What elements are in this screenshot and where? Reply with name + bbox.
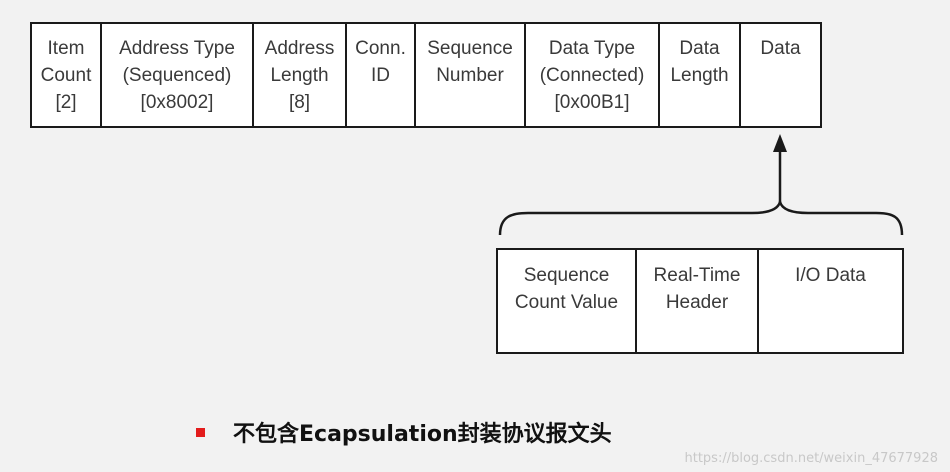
curly-brace-icon [498, 197, 904, 236]
watermark: https://blog.csdn.net/weixin_47677928 [684, 451, 938, 466]
data-length-field: Data Length [658, 22, 741, 128]
field-text: Data [679, 38, 720, 59]
field-text: Count [40, 65, 92, 86]
field-text: Count Value [514, 292, 619, 313]
bullet-icon [196, 427, 205, 437]
field-text: Address [264, 38, 335, 59]
arrow-head-icon [773, 134, 787, 152]
sequence-count-value-field: Sequence Count Value [496, 248, 637, 354]
field-text: (Connected) [539, 65, 645, 86]
sequence-number-field: Sequence Number [414, 22, 526, 128]
field-text: Number [436, 65, 504, 86]
field-text: Data Type [548, 38, 636, 59]
caption: 不包含Ecapsulation封装协议报文头 [196, 416, 612, 448]
field-text: Length [670, 65, 729, 86]
field-row: Item Count [2] Address Type (Sequenced) … [30, 22, 822, 128]
field-text: ID [371, 65, 390, 86]
field-text: (Sequenced) [122, 65, 232, 86]
data-subfields-table: Sequence Count Value Real-Time Header I/… [496, 248, 904, 354]
field-text: [2] [55, 92, 77, 113]
field-text: Real-Time [653, 265, 741, 286]
field-text: [0x8002] [140, 92, 214, 113]
data-type-field: Data Type (Connected) [0x00B1] [524, 22, 660, 128]
field-text: I/O Data [795, 265, 866, 286]
subfield-row: Sequence Count Value Real-Time Header I/… [496, 248, 904, 354]
field-text: Sequence [523, 265, 610, 286]
field-text: Data [760, 38, 801, 59]
real-time-header-field: Real-Time Header [635, 248, 759, 354]
field-text: Sequence [427, 38, 513, 59]
address-type-field: Address Type (Sequenced) [0x8002] [100, 22, 254, 128]
io-data-field: I/O Data [757, 248, 904, 354]
address-length-field: Address Length [8] [252, 22, 347, 128]
field-text: Conn. [355, 38, 406, 59]
field-text: Address Type [119, 38, 235, 59]
field-text: Length [270, 65, 329, 86]
field-text: [8] [288, 92, 311, 113]
field-text: Header [665, 292, 729, 313]
item-count-field: Item Count [2] [30, 22, 102, 128]
field-text: [0x00B1] [554, 92, 630, 113]
cip-packet-fields-table: Item Count [2] Address Type (Sequenced) … [30, 22, 822, 128]
field-text: Item [47, 38, 85, 59]
connection-id-field: Conn. ID [345, 22, 416, 128]
data-field: Data [739, 22, 822, 128]
caption-text: 不包含Ecapsulation封装协议报文头 [233, 422, 612, 447]
